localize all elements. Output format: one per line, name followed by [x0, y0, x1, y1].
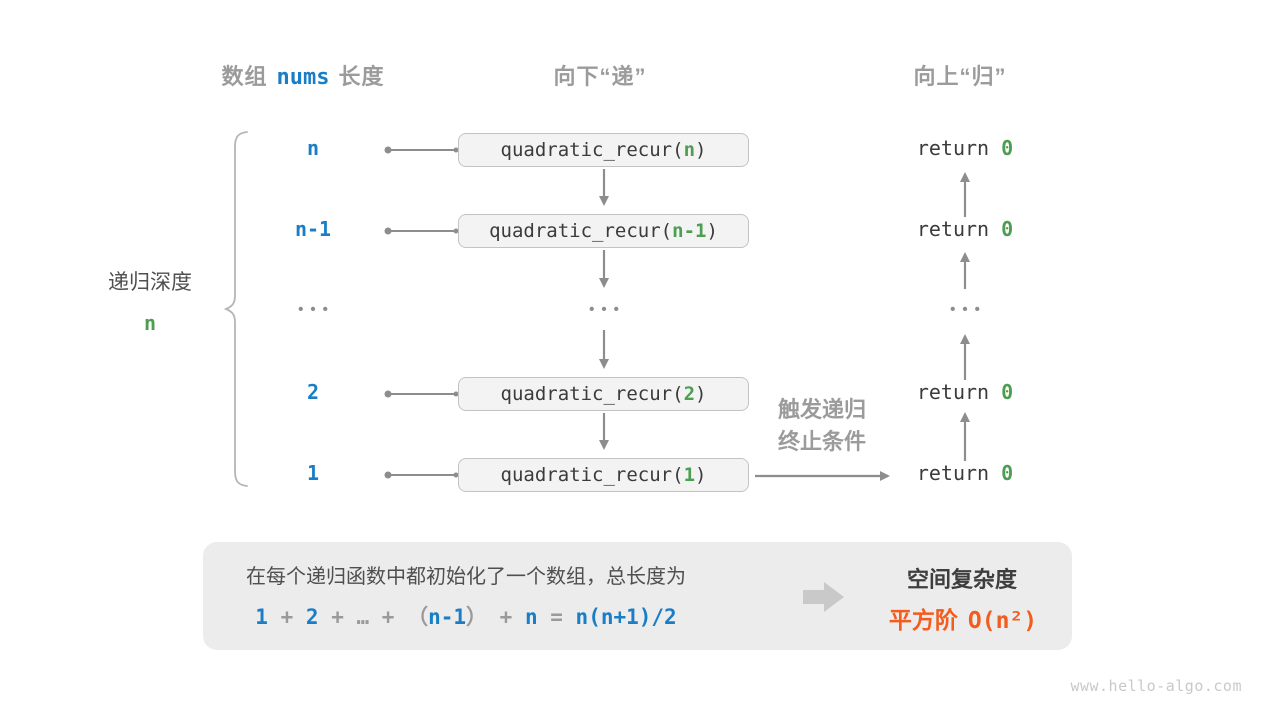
formula-token: n-1 [428, 605, 467, 629]
return-keyword: return [916, 136, 1002, 160]
size-label-1: 1 [306, 461, 320, 485]
ellipsis-middle: ••• [589, 301, 626, 318]
header-array-varname: nums [276, 65, 330, 90]
formula-token: （ [407, 605, 429, 629]
header-return-up: 向上“归” [913, 64, 1007, 89]
call-box-n-1: quadratic_recur(n-1) [458, 214, 749, 248]
call-text: ) [706, 220, 718, 242]
return-keyword: return [916, 461, 1002, 485]
return-value: 0 [1001, 461, 1014, 485]
call-text: quadratic_recur( [500, 464, 684, 486]
call-text: ) [695, 383, 707, 405]
header-recurse-down: 向下“递” [553, 64, 647, 89]
connector-row-n-1 [384, 227, 459, 235]
call-box-2: quadratic_recur(2) [458, 377, 749, 411]
size-label-n: n [306, 136, 320, 160]
trigger-condition-label: 触发递归 终止条件 [742, 394, 902, 458]
formula-token: n(n+1)/2 [575, 605, 677, 629]
return-1: return 0 [895, 461, 1035, 485]
return-value: 0 [1001, 217, 1014, 241]
formula-token: ） [466, 605, 488, 629]
formula-token: … [356, 605, 370, 629]
call-arg: 1 [683, 464, 696, 486]
recursion-depth-text: 递归深度 [108, 271, 192, 294]
depth-brace [223, 131, 248, 487]
return-n: return 0 [895, 136, 1035, 160]
size-label-n-1: n-1 [294, 217, 332, 241]
call-text: quadratic_recur( [500, 139, 684, 161]
return-n-1: return 0 [895, 217, 1035, 241]
summary-panel [203, 542, 1072, 650]
complexity-class: 平方阶 [888, 607, 958, 633]
complexity-title: 空间复杂度 [906, 567, 1017, 592]
formula-token: 1 [255, 605, 268, 629]
return-2: return 0 [895, 380, 1035, 404]
return-keyword: return [916, 380, 1002, 404]
header-array-length: 数组 nums 长度 [183, 59, 423, 91]
formula-token: + [267, 605, 306, 629]
formula-token: = [537, 605, 576, 629]
call-text: quadratic_recur( [500, 383, 684, 405]
formula-token: n [524, 605, 538, 629]
call-text: ) [695, 464, 707, 486]
connector-row-1 [384, 471, 459, 479]
formula-token: + [487, 605, 525, 629]
complexity-value: 平方阶 O(n²) [868, 601, 1058, 635]
call-arg: n [683, 139, 696, 161]
call-text: ) [695, 139, 707, 161]
watermark: www.hello-algo.com [1070, 677, 1242, 695]
formula-token: + [318, 605, 357, 629]
call-box-n: quadratic_recur(n) [458, 133, 749, 167]
trigger-line1: 触发递归 [777, 397, 866, 422]
formula-token: + [369, 605, 408, 629]
summary-text: 在每个递归函数中都初始化了一个数组，总长度为 [246, 566, 686, 588]
recursion-depth-value: n [143, 311, 157, 335]
call-box-1: quadratic_recur(1) [458, 458, 749, 492]
connector-row-2 [384, 390, 459, 398]
return-value: 0 [1001, 136, 1014, 160]
connector-row-n [384, 146, 459, 154]
call-text: quadratic_recur( [489, 220, 673, 242]
size-label-2: 2 [306, 380, 320, 404]
header-array-suffix: 长度 [338, 64, 385, 89]
trigger-line2: 终止条件 [777, 429, 866, 454]
return-value: 0 [1001, 380, 1014, 404]
recursion-depth-label: 递归深度 n [88, 268, 212, 338]
call-arg: n-1 [672, 220, 707, 242]
ellipsis-right: ••• [950, 301, 987, 318]
header-array-prefix: 数组 [221, 64, 268, 89]
return-keyword: return [916, 217, 1002, 241]
call-arg: 2 [683, 383, 696, 405]
summary-formula: 1 + 2 + … + （n-1） + n = n(n+1)/2 [210, 601, 722, 631]
formula-token: 2 [305, 605, 319, 629]
complexity-notation: O(n²) [967, 608, 1038, 634]
ellipsis-left: ••• [298, 301, 335, 318]
